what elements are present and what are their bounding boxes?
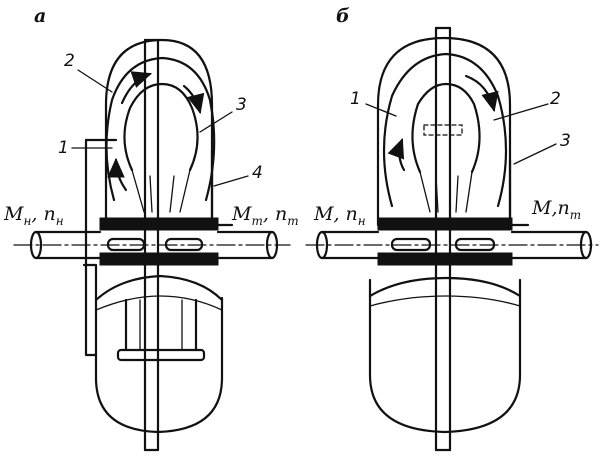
panel-b-torus-outer [382, 52, 508, 208]
panel-b-callout-3: 3 [560, 131, 571, 151]
panel-b-callout-1: 1 [350, 89, 361, 109]
panel-a-callout-1: 1 [58, 138, 69, 158]
panel-a-input-shaft [34, 230, 102, 260]
panel-a-stator-tab [84, 138, 98, 357]
panel-a-torus-core [123, 82, 199, 172]
panel-a-output-label: Mт, nт [231, 203, 299, 228]
panel-b [305, 26, 599, 452]
panel-a-letter: а [34, 5, 46, 27]
panel-a-torus-outer [105, 56, 216, 202]
panel-a-flow-arrow [120, 71, 153, 105]
panel-a-lower-link [116, 348, 206, 362]
panel-a-output-shaft [216, 230, 274, 260]
panel-a-housing [104, 38, 214, 227]
panel-a-input-label: Mн, nн [3, 203, 64, 228]
panel-a-casing-flange [210, 148, 234, 227]
panel-b-housing [376, 36, 512, 227]
panel-b-letter: б [336, 5, 350, 27]
panel-b-callout-2: 2 [550, 89, 561, 109]
panel-a [13, 38, 291, 452]
panel-a-callout-2: 2 [64, 51, 75, 71]
panel-b-output-label: M,nт [531, 197, 581, 222]
panel-b-input-label: M, nн [313, 203, 366, 228]
panel-a-callout-4: 4 [252, 163, 263, 183]
panel-a-left-flange [82, 263, 98, 300]
panel-a-flow-arrow [107, 157, 128, 192]
panel-b-torus-core [411, 82, 481, 174]
panel-b-housing-lower [368, 278, 522, 434]
panel-a-flow-arrow [182, 84, 205, 115]
panel-a-vertical-shaft [143, 38, 160, 452]
panel-a-callout-3: 3 [236, 95, 247, 115]
